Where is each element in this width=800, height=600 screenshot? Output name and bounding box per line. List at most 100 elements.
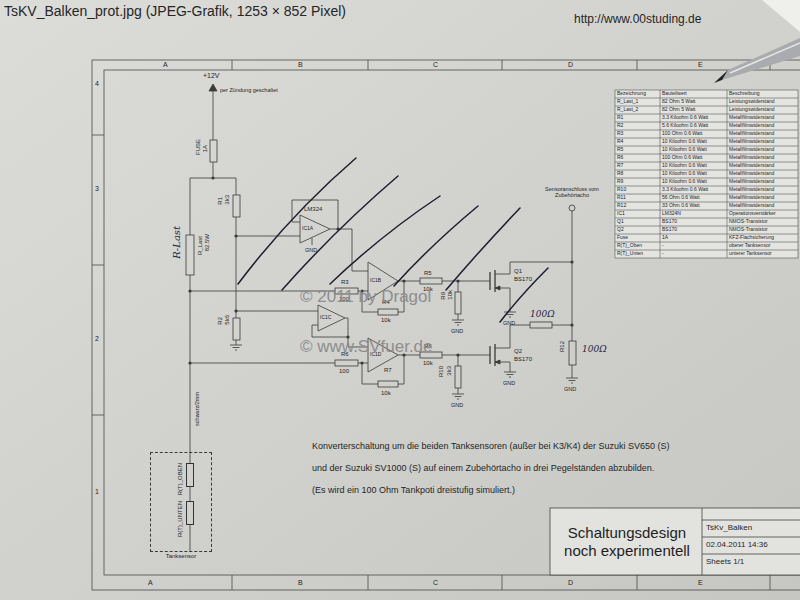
grid-letter: B bbox=[298, 61, 303, 69]
grid-letter: D bbox=[568, 579, 573, 587]
label-text: 10k bbox=[423, 360, 433, 366]
junction-dot bbox=[570, 260, 573, 263]
table-cell: Leistungswiderstand bbox=[729, 107, 775, 113]
supply-note: per Zündung geschaltet bbox=[220, 87, 278, 93]
table-cell: R11 bbox=[617, 195, 626, 201]
junction-dot bbox=[234, 309, 237, 312]
resistor-symbol bbox=[233, 195, 240, 217]
pen-tip bbox=[714, 70, 728, 83]
junction-dots bbox=[188, 176, 573, 364]
label-text: Q2 bbox=[617, 226, 624, 232]
wire bbox=[236, 178, 237, 345]
table-cell: R12 bbox=[617, 203, 626, 209]
table-cell: KFZ-Flachsicherung bbox=[729, 235, 774, 241]
resistor-symbol: R(T)_OBEN bbox=[177, 463, 194, 495]
node-text: R(T)_OBEN bbox=[177, 463, 183, 495]
part-name: R2 bbox=[217, 317, 224, 325]
junction-dot bbox=[234, 234, 237, 237]
resistor-symbol bbox=[569, 341, 576, 365]
pen-stroke bbox=[394, 206, 478, 286]
part-value: 10k bbox=[447, 290, 454, 300]
part-value: LM324 bbox=[304, 206, 322, 213]
resistor-symbol bbox=[378, 381, 398, 387]
title-block bbox=[550, 508, 800, 575]
pen-stroke bbox=[446, 208, 520, 290]
title-cell: Schaltungsdesign noch experimentell bbox=[552, 510, 702, 573]
table-cell: unterer Tanksensor bbox=[729, 251, 772, 257]
table-cell: 100 Ohm 0.6 Watt bbox=[662, 155, 702, 161]
table-cell: 3.3 Kiloohm 0.6 Watt bbox=[662, 187, 708, 193]
label-text: GND bbox=[305, 247, 317, 253]
junction-dot bbox=[456, 279, 459, 282]
label-text: R(T)_Unten bbox=[617, 250, 643, 256]
grid-letter: A bbox=[163, 61, 168, 69]
label-text: Q1 bbox=[617, 218, 624, 224]
label-text: 10 Kiloohm 0.6 Watt bbox=[662, 138, 707, 144]
label-text: 2 bbox=[95, 335, 99, 342]
resistor-symbol bbox=[420, 278, 442, 284]
label-text: R12 bbox=[617, 202, 626, 208]
label-text: A bbox=[163, 61, 168, 68]
table-cell: R_Last_2 bbox=[617, 107, 638, 113]
label-text: GND bbox=[451, 402, 463, 408]
label-text: © www.SVfuer.de bbox=[300, 337, 433, 356]
label-text: 02.04.2011 14:36 bbox=[706, 540, 768, 549]
junction-dot bbox=[188, 289, 191, 292]
parts-table-grid bbox=[615, 90, 798, 258]
table-cell: R7 bbox=[617, 163, 623, 169]
table-cell: 82 Ohm 5 Watt bbox=[662, 107, 695, 113]
pen-strokes bbox=[238, 158, 548, 322]
table-cell: BS170 bbox=[662, 227, 677, 233]
label-text: R5 bbox=[617, 146, 623, 152]
part-name: R3 bbox=[341, 279, 349, 286]
junction-dot bbox=[211, 176, 214, 179]
part-name: FUSE bbox=[195, 139, 202, 155]
label-text: 10k bbox=[381, 317, 391, 323]
label-text: C bbox=[433, 579, 438, 586]
label-text: Metallfilmwiderstand bbox=[729, 122, 774, 128]
resistor-symbol bbox=[378, 309, 398, 315]
label-text: R1 bbox=[617, 114, 623, 120]
table-cell: R(T)_Oben bbox=[617, 243, 642, 249]
label-text: 10k bbox=[381, 390, 391, 396]
part-name: R_Last bbox=[197, 236, 204, 255]
part-value: 3k3 bbox=[224, 195, 231, 205]
node-text: Tanksensor bbox=[166, 553, 197, 559]
wire bbox=[190, 487, 191, 501]
url-header: http://www.00studing.de bbox=[574, 13, 701, 27]
table-cell: R8 bbox=[617, 171, 623, 177]
label-text: 3 bbox=[95, 185, 99, 192]
junction-dot bbox=[456, 353, 459, 356]
part-name: IC1A bbox=[302, 226, 313, 232]
table-cell: Beschreibung bbox=[729, 91, 760, 97]
table-cell: NMOS-Transistor bbox=[729, 219, 768, 225]
net-label: GND bbox=[305, 247, 317, 253]
part-value: 5k6 bbox=[224, 315, 231, 325]
wire bbox=[495, 262, 572, 312]
label-text: 1A bbox=[202, 145, 208, 152]
part-value: 1A bbox=[202, 145, 209, 152]
label-text: IC1C bbox=[320, 314, 331, 320]
mosfet-arrow bbox=[495, 286, 500, 290]
net-label: GND bbox=[451, 328, 463, 334]
grid-number: 1 bbox=[95, 488, 99, 496]
label-text: Metallfilmwiderstand bbox=[729, 194, 774, 200]
frame-inner bbox=[104, 70, 800, 575]
label-text: - bbox=[662, 250, 664, 256]
ground-symbol bbox=[230, 345, 242, 350]
label-text: IC1B bbox=[370, 277, 381, 283]
label-text: Leistungswiderstand bbox=[729, 106, 775, 112]
label-text: BS170 bbox=[514, 276, 532, 282]
label-text: Q1 bbox=[514, 268, 522, 274]
label-text: Bezeichnung bbox=[617, 90, 646, 96]
table-cell: Q1 bbox=[617, 219, 624, 225]
wire bbox=[190, 91, 236, 178]
label-text: Metallfilmwiderstand bbox=[729, 114, 774, 120]
label-text: © 2011 by Dragol bbox=[300, 287, 431, 306]
table-cell: Metallfilmwiderstand bbox=[729, 123, 774, 129]
node-text: R(T)_UNTEN bbox=[177, 501, 183, 537]
table-rules bbox=[615, 90, 798, 258]
connector-label: Sensoranschluss vom Zubehörtacho bbox=[541, 186, 603, 199]
label-text: R7 bbox=[617, 162, 623, 168]
label-text: 3k3 bbox=[446, 366, 452, 376]
